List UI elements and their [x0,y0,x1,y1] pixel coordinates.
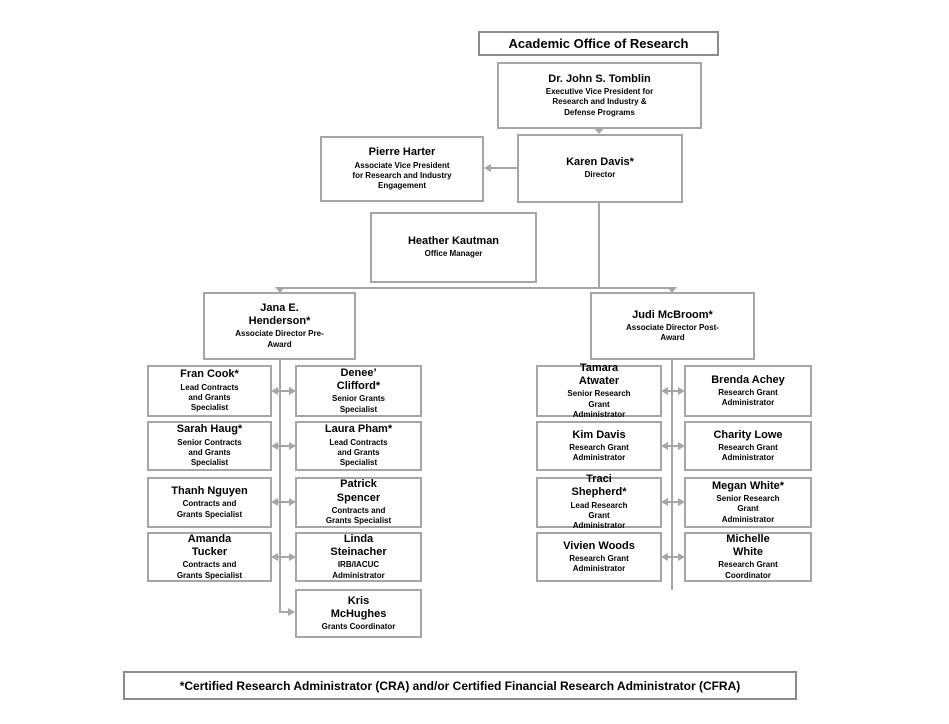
person-name: Heather Kautman [407,235,500,248]
person-name: Denee’ Clifford* [336,366,381,393]
node-denee-clifford: Denee’ Clifford* Senior Grants Specialis… [295,365,422,417]
connector-karen-pierre [490,167,518,169]
footnote: *Certified Research Administrator (CRA) … [123,671,797,700]
person-title: Contracts and Grants Specialist [176,560,243,580]
person-title: Associate Vice President for Research an… [352,160,452,191]
node-patrick-spencer: Patrick Spencer Contracts and Grants Spe… [295,477,422,528]
node-kris-mchughes: Kris McHughes Grants Coordinator [295,589,422,638]
person-title: Associate Director Pre- Award [235,329,324,349]
node-karen-davis: Karen Davis* Director [517,134,683,203]
person-name: Traci Shepherd* [571,473,627,499]
person-name: Patrick Spencer [336,478,381,504]
person-name: Laura Pham* [324,423,393,436]
node-traci-shepherd: Traci Shepherd* Lead Research Grant Admi… [536,473,662,530]
person-title: Research Grant Administrator [569,553,629,574]
node-fran-cook: Fran Cook* Lead Contracts and Grants Spe… [147,365,272,417]
node-amanda-tucker: Amanda Tucker Contracts and Grants Speci… [147,532,272,582]
person-name: Charity Lowe [713,428,783,441]
person-name: Kris McHughes [330,594,387,620]
bidirectional-arrow-preaward-row1 [271,386,296,396]
person-name: Brenda Achey [711,373,785,386]
person-name: Fran Cook* [180,368,239,381]
footnote-text: *Certified Research Administrator (CRA) … [179,678,741,693]
person-name: Sarah Haug* [176,423,243,436]
person-name: Michelle White [726,532,770,559]
person-title: Associate Director Post- Award [626,322,719,343]
bidirectional-arrow-postaward-row2 [661,441,685,451]
arrowhead-left-pierre [484,164,491,172]
person-title: Contracts and Grants Specialist [325,505,392,526]
person-name: Vivien Woods [563,539,635,552]
connector-preaward-spine [279,360,281,613]
person-title: Lead Contracts and Grants Specialist [180,382,239,413]
person-title: Lead Contracts and Grants Specialist [329,437,388,468]
node-brenda-achey: Brenda Achey Research Grant Administrato… [684,365,812,417]
person-name: Megan White* [711,479,785,492]
node-megan-white: Megan White* Senior Research Grant Admin… [684,477,812,528]
person-title: Contracts and Grants Specialist [176,499,243,519]
person-title: Research Grant Administrator [718,442,778,463]
arrowhead-down-jana [275,287,285,293]
node-pierre-harter: Pierre Harter Associate Vice President f… [320,136,484,202]
connector-branch-crossbar [280,287,674,289]
node-linda-steinacher: Linda Steinacher IRB/IACUC Administrator [295,532,422,582]
person-title: Research Grant Coordinator [718,560,778,580]
person-name: Linda Steinacher [330,532,387,559]
bidirectional-arrow-postaward-row3 [661,497,685,507]
person-name: Tamara Atwater [578,361,620,387]
bidirectional-arrow-preaward-row2 [271,441,296,451]
person-title: Senior Research Grant Administrator [567,389,631,419]
person-name: Kim Davis [572,428,626,441]
bidirectional-arrow-preaward-row3 [271,497,296,507]
person-title: Research Grant Administrator [569,442,629,463]
node-judi-mcbroom: Judi McBroom* Associate Director Post- A… [590,292,755,360]
person-name: Jana E. Henderson* [248,301,311,328]
person-title: Director [584,170,616,180]
person-name: Dr. John S. Tomblin [548,72,651,85]
person-name: Amanda Tucker [187,532,232,559]
bidirectional-arrow-postaward-row4 [661,552,685,562]
node-vivien-woods: Vivien Woods Research Grant Administrato… [536,532,662,582]
person-title: Senior Contracts and Grants Specialist [177,437,242,468]
node-charity-lowe: Charity Lowe Research Grant Administrato… [684,421,812,471]
node-kim-davis: Kim Davis Research Grant Administrator [536,421,662,471]
person-title: Executive Vice President for Research an… [545,87,654,117]
node-jana-henderson: Jana E. Henderson* Associate Director Pr… [203,292,356,360]
person-title: Senior Research Grant Administrator [716,494,780,524]
connector-postaward-spine [671,360,673,590]
bidirectional-arrow-postaward-row1 [661,386,685,396]
node-michelle-white: Michelle White Research Grant Coordinato… [684,532,812,582]
connector-kris-elbow [279,611,289,613]
person-title: Office Manager [424,249,483,259]
person-title: Senior Grants Specialist [332,394,385,414]
person-title: Grants Coordinator [321,621,396,631]
node-sarah-haug: Sarah Haug* Senior Contracts and Grants … [147,421,272,471]
person-title: IRB/IACUC Administrator [332,560,385,580]
node-john-tomblin: Dr. John S. Tomblin Executive Vice Presi… [497,62,702,129]
arrowhead-down-karen [594,128,604,134]
arrowhead-down-judi [667,287,677,293]
person-name: Karen Davis* [566,156,634,169]
chart-title: Academic Office of Research [478,31,719,56]
person-name: Thanh Nguyen [171,485,248,498]
chart-title-text: Academic Office of Research [508,36,689,51]
person-title: Research Grant Administrator [718,387,778,408]
node-laura-pham: Laura Pham* Lead Contracts and Grants Sp… [295,421,422,471]
person-name: Pierre Harter [368,146,436,159]
node-thanh-nguyen: Thanh Nguyen Contracts and Grants Specia… [147,477,272,528]
person-title: Lead Research Grant Administrator [570,500,628,531]
bidirectional-arrow-preaward-row4 [271,552,296,562]
arrowhead-right-kris [288,608,295,616]
node-tamara-atwater: Tamara Atwater Senior Research Grant Adm… [536,361,662,419]
connector-karen-spine [598,203,600,289]
node-heather-kautman: Heather Kautman Office Manager [370,212,537,283]
person-name: Judi McBroom* [632,308,713,321]
